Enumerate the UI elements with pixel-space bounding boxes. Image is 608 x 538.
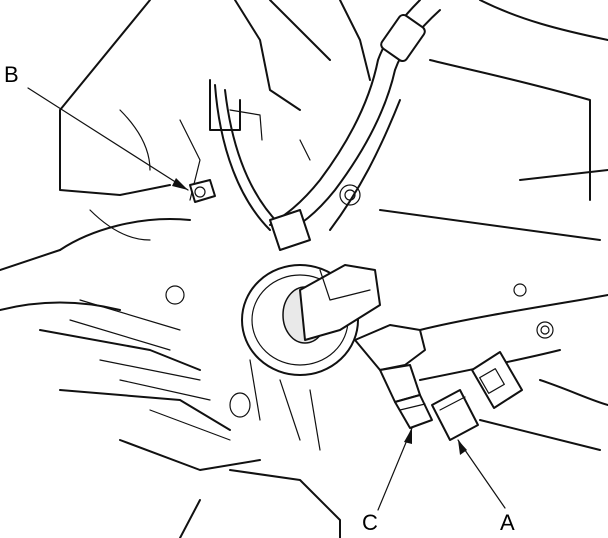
callout-label-c: C <box>362 510 378 535</box>
case-holes <box>165 283 527 418</box>
case-ribs <box>69 299 321 451</box>
leader-b <box>27 87 189 191</box>
leader-a <box>457 439 506 509</box>
callout-label-a: A <box>500 510 515 535</box>
sensor-cable <box>269 0 441 236</box>
cable-clip-upper <box>380 13 426 63</box>
bolt-b <box>189 179 216 203</box>
callout-label-b: B <box>4 62 19 87</box>
connector-a <box>431 321 554 441</box>
leader-lines <box>27 87 506 511</box>
speed-sensor-c <box>354 324 433 429</box>
harness-bracket <box>209 79 361 251</box>
axle-shaft-seal <box>241 264 381 376</box>
